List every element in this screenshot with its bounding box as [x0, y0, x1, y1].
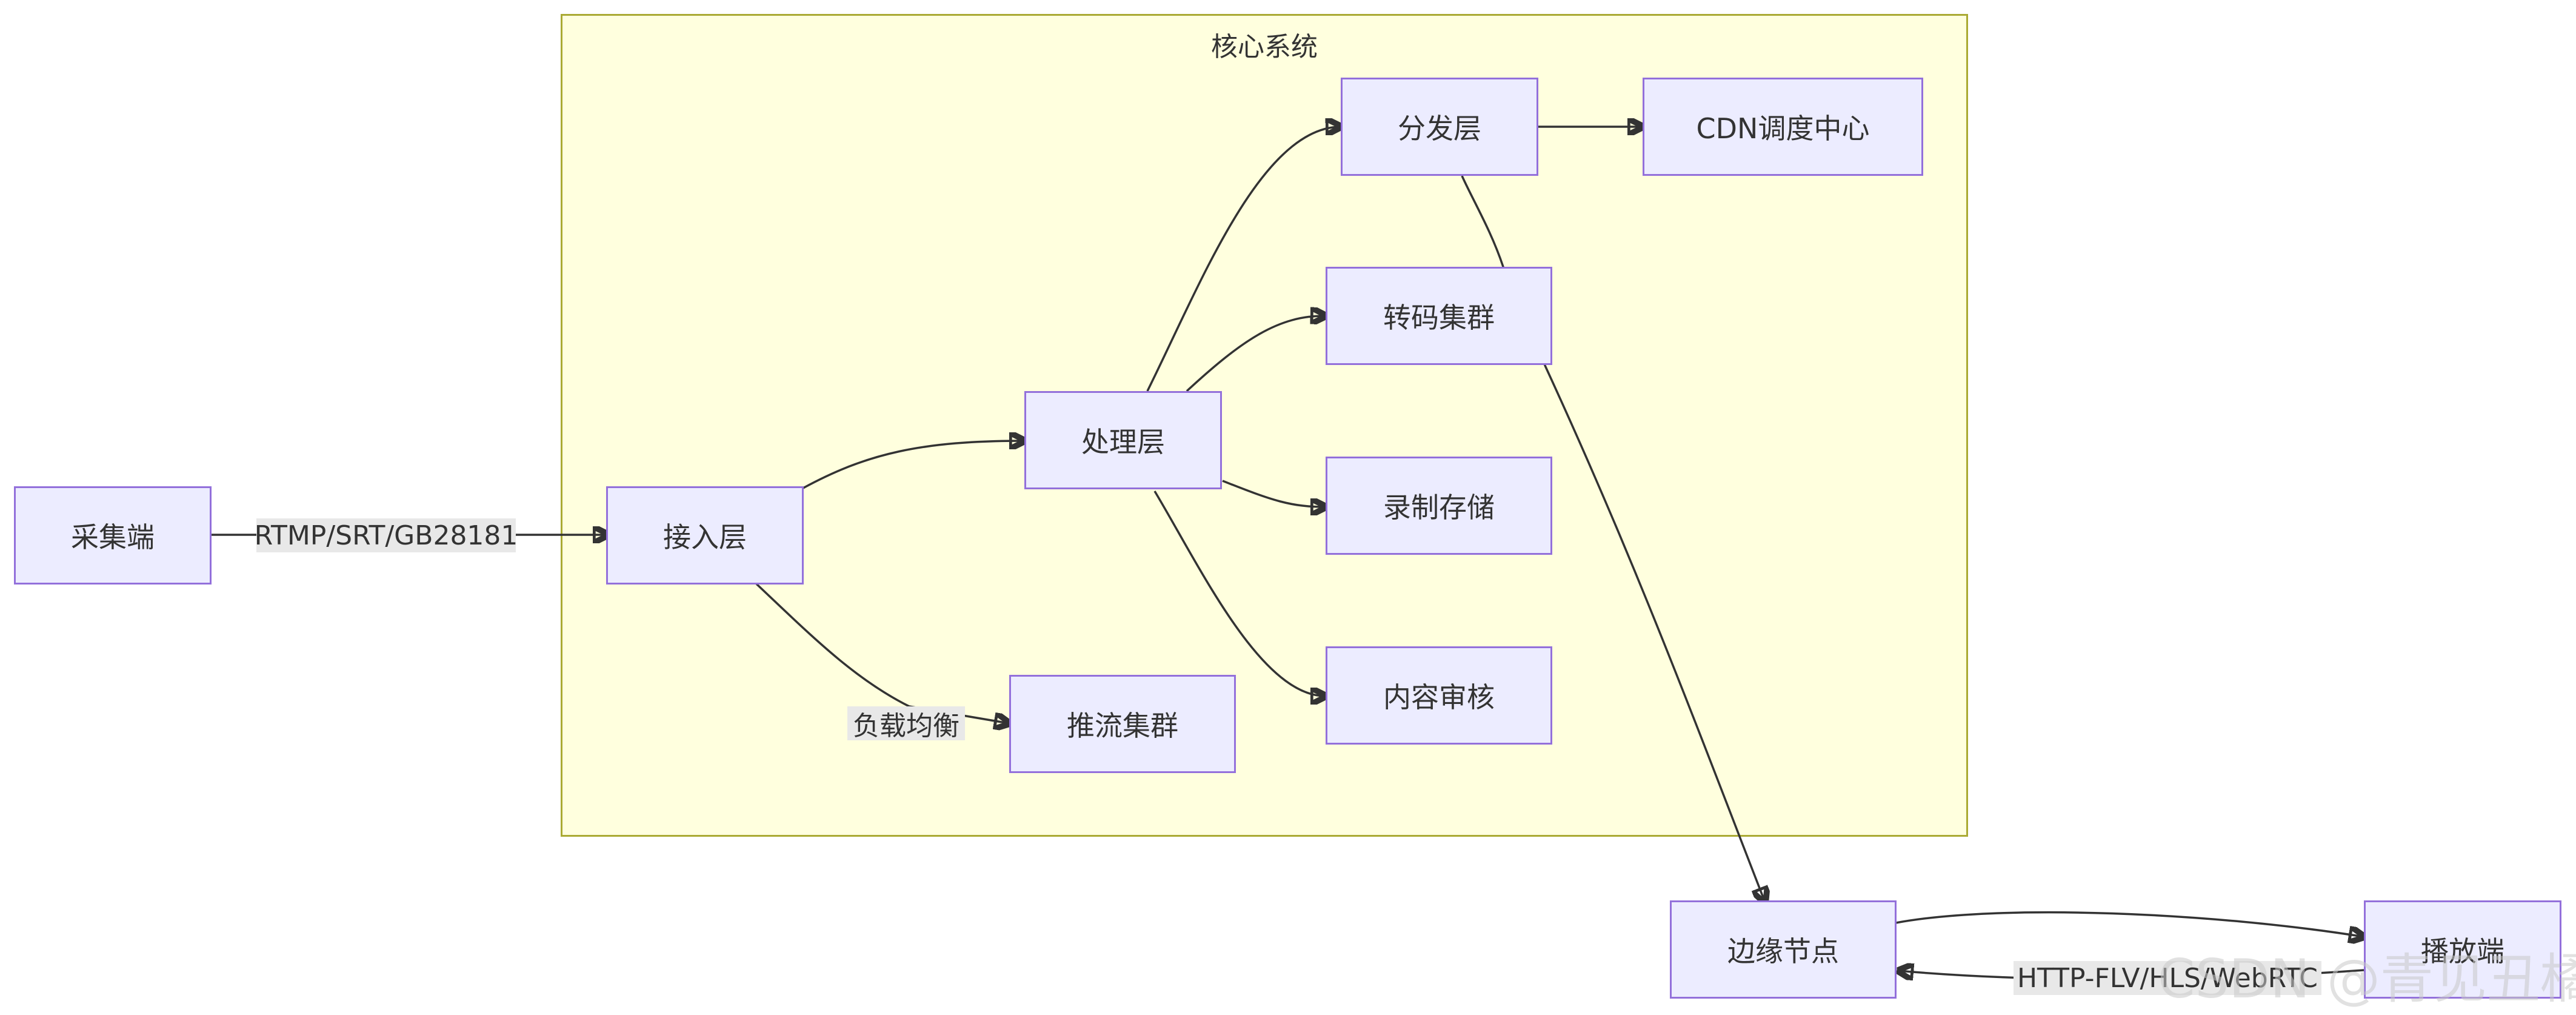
- node-distribution[interactable]: 分发层: [1341, 78, 1538, 176]
- node-review[interactable]: 内容审核: [1326, 646, 1552, 745]
- edge-label-protocols-in: RTMP/SRT/GB28181: [255, 518, 518, 552]
- node-player[interactable]: 播放端: [2364, 900, 2561, 999]
- cluster-title: 核心系统: [1211, 32, 1318, 62]
- edge-label-load-balance: 负载均衡: [847, 706, 965, 742]
- edge-label-protocols-out: HTTP-FLV/HLS/WebRTC: [2014, 961, 2321, 995]
- watermark: CSDN @青见丑橘: [2158, 948, 2576, 1010]
- node-transcode[interactable]: 转码集群: [1326, 267, 1552, 365]
- node-processing[interactable]: 处理层: [1024, 391, 1222, 489]
- edge-access-to-processing: [802, 441, 1024, 489]
- edge-processing-to-record: [1222, 480, 1326, 507]
- node-access[interactable]: 接入层: [606, 486, 804, 585]
- node-record[interactable]: 录制存储: [1326, 457, 1552, 555]
- node-edge[interactable]: 边缘节点: [1670, 900, 1897, 999]
- edge-processing-to-transcode: [1186, 316, 1326, 392]
- edge-access-to-push-cluster: [755, 583, 1009, 723]
- node-cdn[interactable]: CDN调度中心: [1643, 78, 1923, 176]
- edge-edge-to-player: [1895, 911, 2364, 937]
- edge-processing-to-review: [1153, 491, 1326, 696]
- edge-distribution-to-edge: [1461, 175, 1765, 902]
- node-capture[interactable]: 采集端: [14, 486, 212, 585]
- edge-processing-to-distribution: [1146, 127, 1341, 392]
- node-push-cluster[interactable]: 推流集群: [1009, 675, 1236, 773]
